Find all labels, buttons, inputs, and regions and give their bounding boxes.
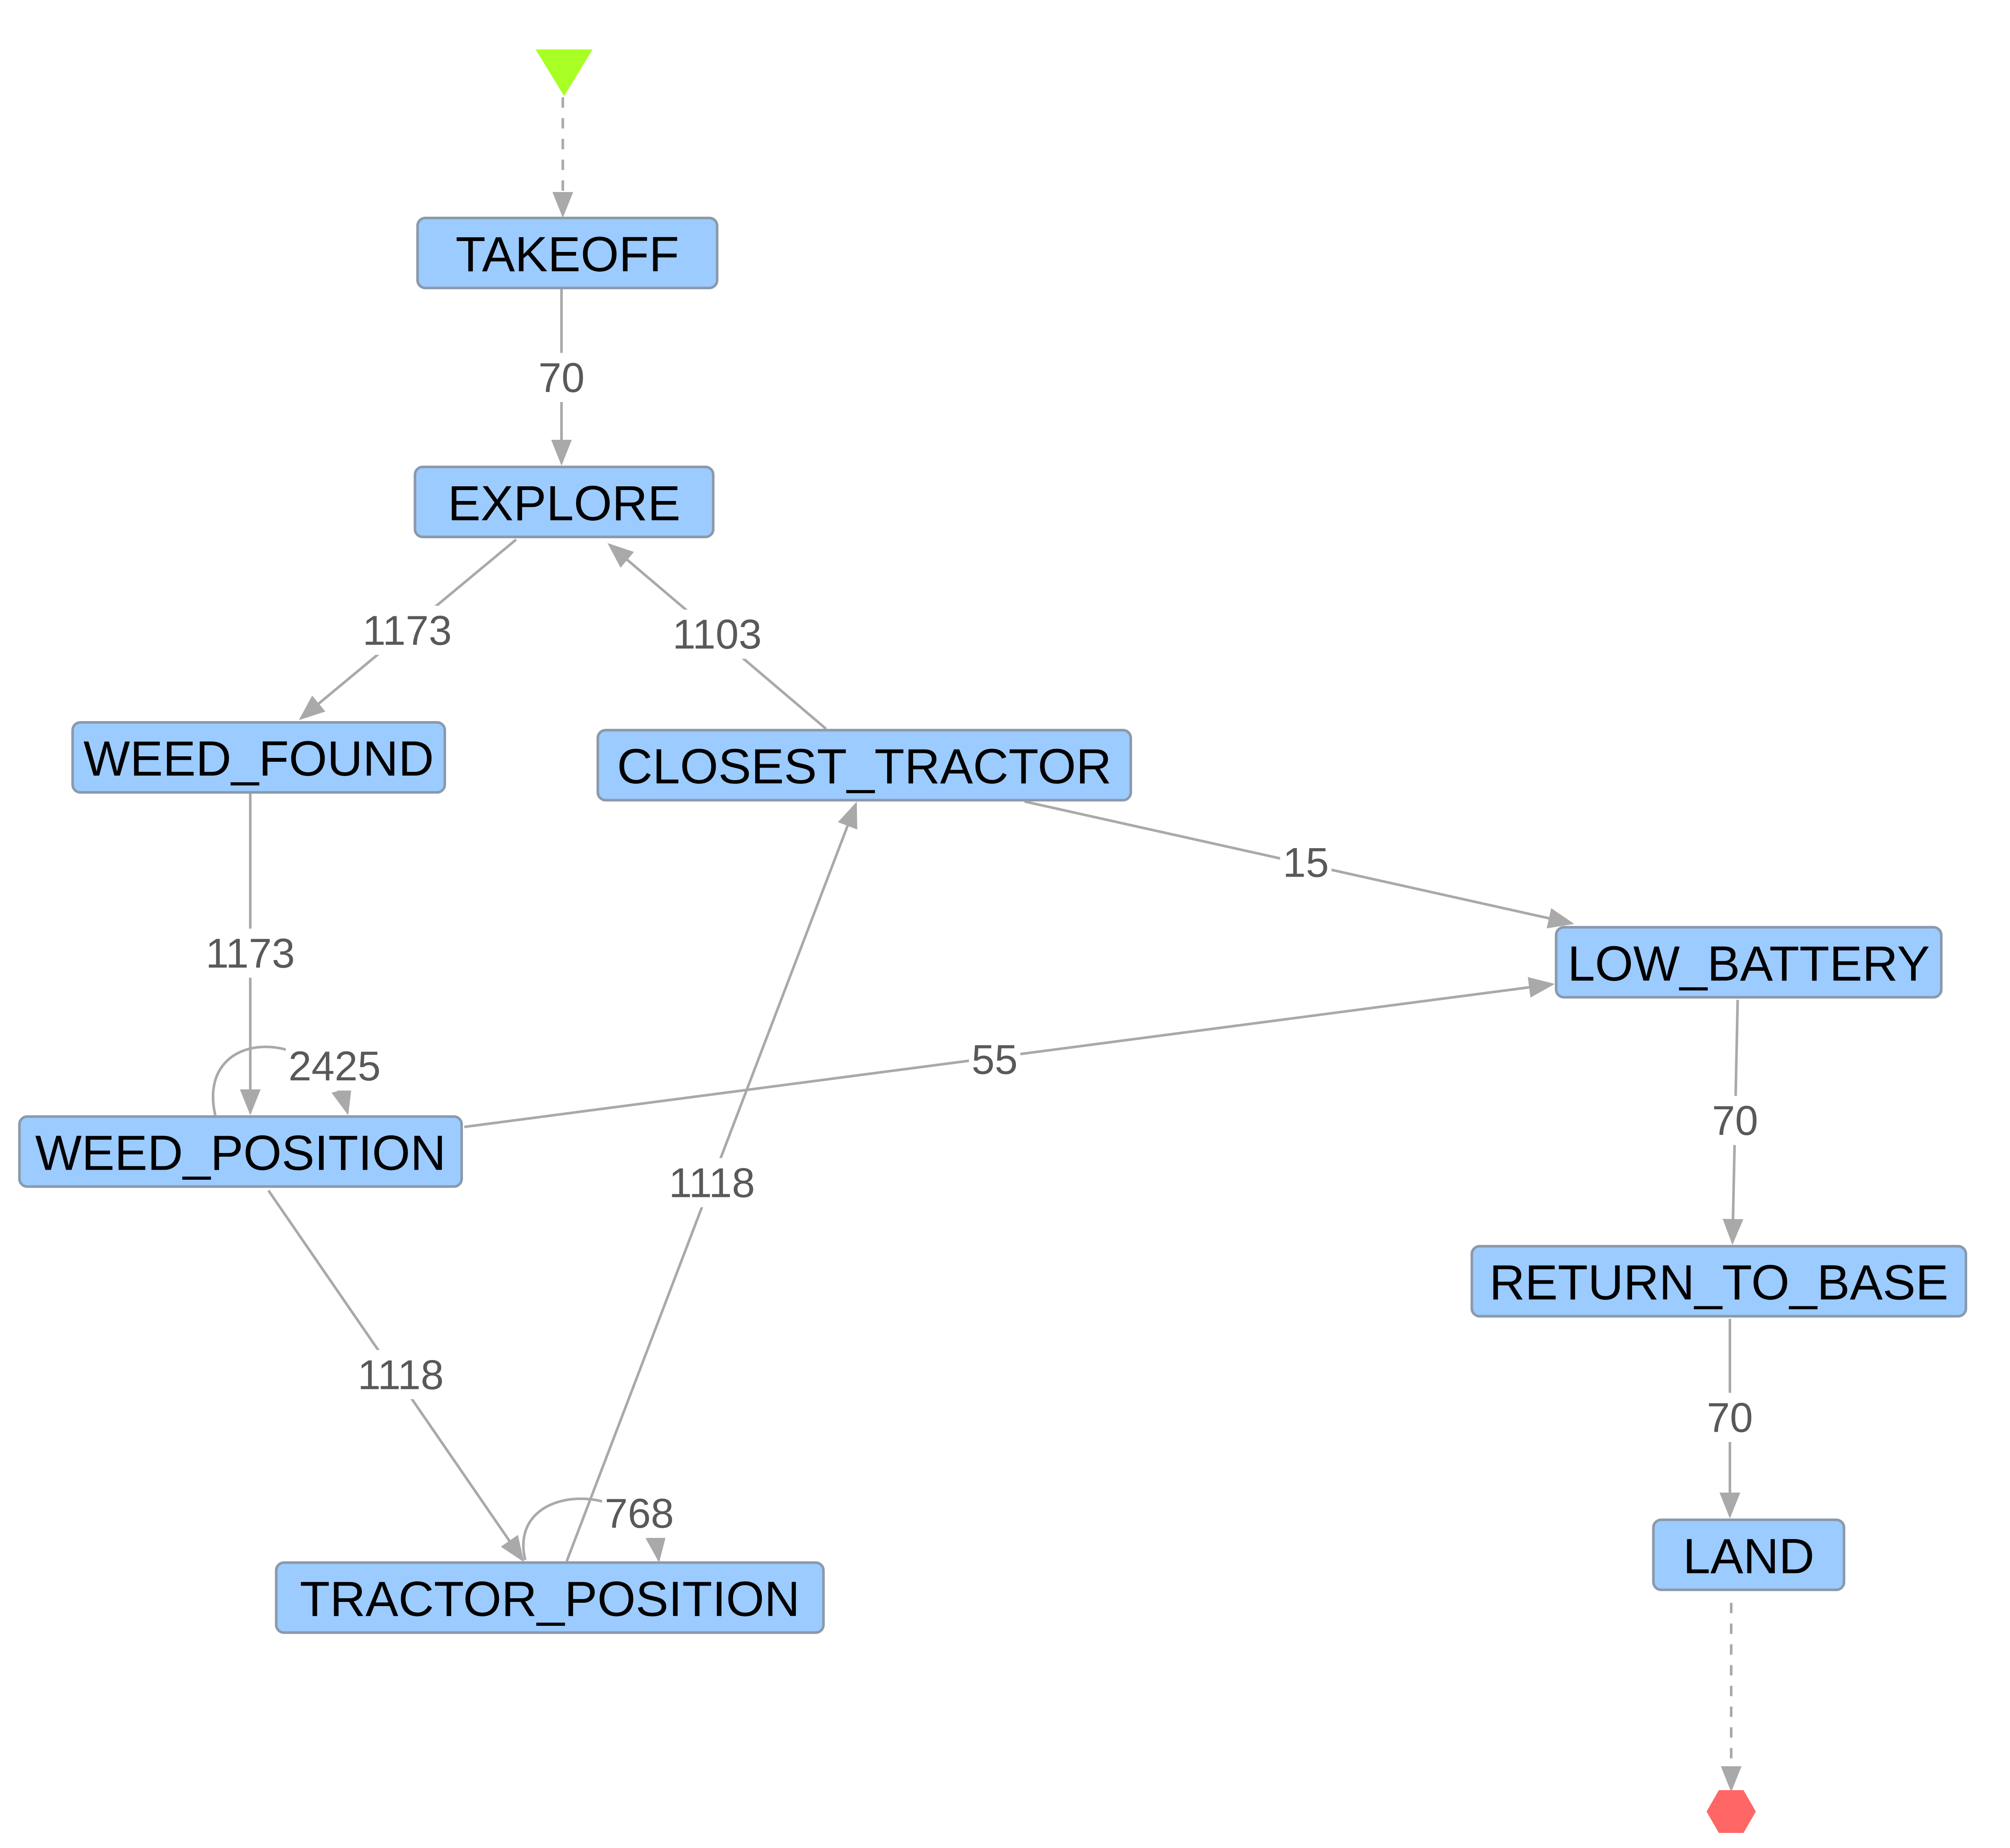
edge-label-tractorposition-self: 768 bbox=[605, 1490, 674, 1537]
edge-label-bg-weedposition-self bbox=[286, 1041, 384, 1091]
node-box-weed-position[interactable] bbox=[18, 1115, 463, 1188]
edge-label-bg-tractorposition-closesttractor bbox=[666, 1158, 758, 1207]
edge-label-weedposition-lowbattery: 55 bbox=[971, 1036, 1018, 1083]
node-label-land: LAND bbox=[1683, 1529, 1814, 1583]
node-closest-tractor[interactable]: CLOSEST_TRACTOR bbox=[596, 729, 1132, 802]
edge-label-weedposition-tractorposition: 1118 bbox=[358, 1351, 444, 1398]
edge-label-bg-weedposition-tractorposition bbox=[355, 1350, 447, 1399]
node-box-explore[interactable] bbox=[413, 465, 715, 538]
edge-label-takeoff-explore: 70 bbox=[538, 354, 584, 401]
node-takeoff[interactable]: TAKEOFF bbox=[416, 216, 719, 290]
node-label-weed-found: WEED_FOUND bbox=[83, 731, 434, 786]
node-label-tractor-position: TRACTOR_POSITION bbox=[300, 1571, 800, 1626]
edge-label-closesttractor-explore: 1103 bbox=[673, 611, 762, 657]
edge-label-bg-weedfound-weedposition bbox=[203, 928, 298, 978]
edge-label-weedfound-weedposition: 1173 bbox=[206, 930, 295, 976]
node-land[interactable]: LAND bbox=[1652, 1518, 1846, 1591]
edge-label-weedposition-self: 2425 bbox=[288, 1043, 381, 1089]
node-label-low-battery: LOW_BATTERY bbox=[1568, 936, 1930, 991]
edge-label-lowbattery-returntobase: 70 bbox=[1712, 1097, 1758, 1144]
node-box-weed-found[interactable] bbox=[71, 721, 446, 794]
node-explore[interactable]: EXPLORE bbox=[413, 465, 715, 538]
node-label-takeoff: TAKEOFF bbox=[456, 227, 679, 282]
node-return-to-base[interactable]: RETURN_TO_BASE bbox=[1470, 1245, 1967, 1318]
edge-label-bg-weedposition-lowbattery bbox=[969, 1035, 1021, 1084]
edge-labels-layer: 70 1173 1103 1173 2425 15 55 1118 1118 768 70 70 bbox=[203, 353, 1761, 1538]
edge-label-bg-returntobase-land bbox=[1704, 1393, 1756, 1442]
node-box-land[interactable] bbox=[1652, 1518, 1846, 1591]
edge-label-bg-tractorposition-self bbox=[602, 1489, 677, 1538]
nodes-layer: TAKEOFF EXPLORE WEED_FOUND CLOSEST_TRACTOR L… bbox=[18, 216, 1967, 1634]
node-weed-position[interactable]: WEED_POSITION bbox=[18, 1115, 463, 1188]
node-label-return-to-base: RETURN_TO_BASE bbox=[1489, 1255, 1948, 1310]
edge-label-bg-takeoff-explore bbox=[535, 353, 587, 402]
node-box-takeoff[interactable] bbox=[416, 216, 719, 290]
markers-layer bbox=[535, 49, 1756, 1833]
node-label-closest-tractor: CLOSEST_TRACTOR bbox=[617, 739, 1112, 794]
node-label-weed-position: WEED_POSITION bbox=[35, 1125, 446, 1180]
node-weed-found[interactable]: WEED_FOUND bbox=[71, 721, 446, 794]
node-label-explore: EXPLORE bbox=[448, 476, 680, 531]
edge-label-bg-explore-weedfound bbox=[360, 605, 454, 655]
node-box-low-battery[interactable] bbox=[1555, 926, 1943, 999]
node-tractor-position[interactable]: TRACTOR_POSITION bbox=[275, 1561, 825, 1634]
node-box-return-to-base[interactable] bbox=[1470, 1245, 1967, 1318]
edges-layer bbox=[211, 97, 1744, 1792]
start-marker bbox=[535, 49, 593, 96]
node-low-battery[interactable]: LOW_BATTERY bbox=[1555, 926, 1943, 999]
node-box-tractor-position[interactable] bbox=[275, 1561, 825, 1634]
edge-label-bg-closesttractor-explore bbox=[670, 610, 764, 659]
end-marker bbox=[1706, 1790, 1756, 1833]
edge-label-returntobase-land: 70 bbox=[1707, 1394, 1753, 1441]
edge-label-bg-closesttractor-lowbattery bbox=[1280, 838, 1332, 887]
edge-label-explore-weedfound: 1173 bbox=[363, 607, 452, 654]
edge-label-tractorposition-closesttractor: 1118 bbox=[669, 1160, 755, 1206]
node-box-closest-tractor[interactable] bbox=[596, 729, 1132, 802]
edge-label-closesttractor-lowbattery: 15 bbox=[1283, 839, 1329, 886]
edge-label-bg-lowbattery-returntobase bbox=[1709, 1095, 1761, 1145]
